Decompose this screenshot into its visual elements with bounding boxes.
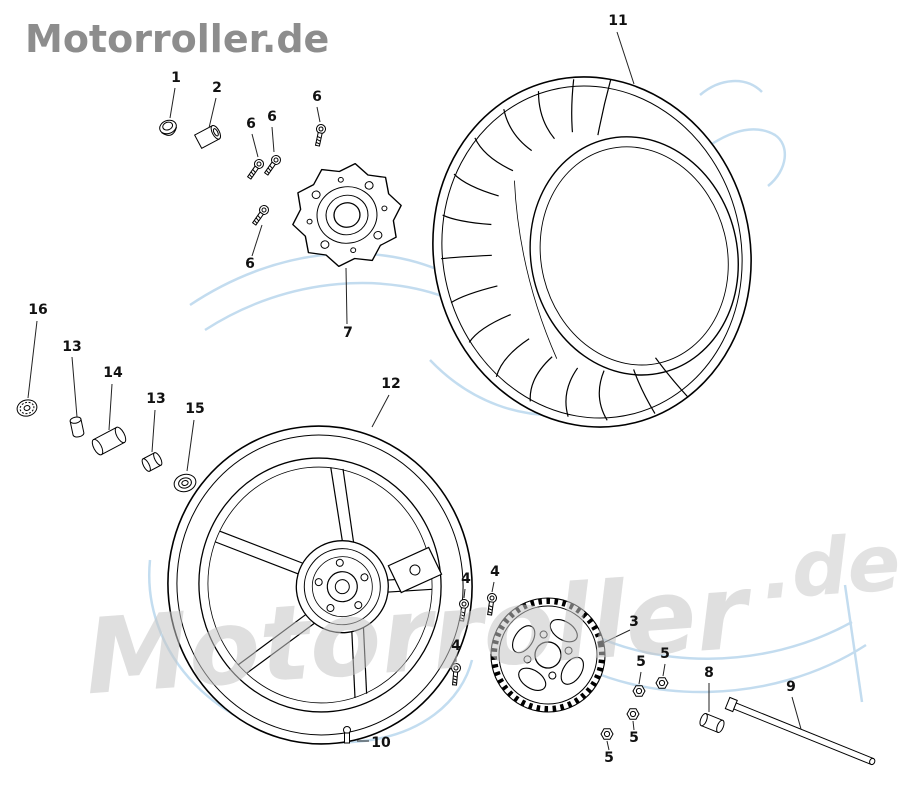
brake-disc-flange-drawing [292, 162, 402, 268]
part-label-6d: 6 [245, 256, 255, 272]
part-label-8: 8 [704, 665, 714, 681]
watermark-de-text: .de [759, 518, 900, 617]
part-label-6c: 6 [312, 89, 322, 105]
sprocket-drawing [490, 597, 606, 713]
part-label-15: 15 [185, 401, 204, 417]
tire-drawing [432, 76, 752, 428]
wheel-hub [295, 540, 389, 634]
part-label-1: 1 [171, 70, 181, 86]
part-13-spacer-b-drawing [141, 452, 163, 472]
part-label-3: 3 [629, 614, 639, 630]
bolt-6-a [245, 157, 266, 182]
nut-5-c [600, 728, 614, 740]
part-14-sleeve-drawing [91, 426, 127, 456]
nut-5-d [626, 708, 640, 720]
part-label-4a: 4 [461, 571, 471, 587]
part-label-13b: 13 [146, 391, 165, 407]
wheel-spokes [214, 467, 433, 698]
part-label-4b: 4 [490, 564, 500, 580]
part-label-4c: 4 [451, 638, 461, 654]
bolt-6-d [250, 203, 271, 228]
nut-5-a [632, 685, 646, 697]
part-1-bushing-drawing [159, 119, 178, 136]
bolt-6-c [312, 123, 327, 148]
part-8-spacer-drawing [699, 712, 725, 734]
part-2-sleeve-drawing [193, 124, 222, 149]
part-label-5d: 5 [629, 730, 639, 746]
part-13-spacer-a-drawing [69, 416, 85, 438]
part-label-7: 7 [343, 325, 353, 341]
part-label-5c: 5 [604, 750, 614, 766]
part-label-12: 12 [381, 376, 400, 392]
part-callouts: 11 1 2 6 6 6 6 7 16 13 14 13 15 12 4 4 4… [28, 13, 796, 766]
site-logo: Motorroller.de [25, 17, 329, 61]
part-label-16: 16 [28, 302, 47, 318]
part-label-6b: 6 [267, 109, 277, 125]
part-label-14: 14 [103, 365, 123, 381]
leader-lines [27, 31, 802, 751]
tire-tread-pattern [441, 79, 689, 421]
part-label-11: 11 [608, 13, 627, 29]
brake-anchor-plate [387, 546, 443, 594]
part-9-axle-drawing [724, 696, 876, 766]
part-label-13a: 13 [62, 339, 81, 355]
part-label-10: 10 [371, 735, 391, 751]
part-label-2: 2 [212, 80, 222, 96]
part-label-9: 9 [786, 679, 796, 695]
bolt-6-b [262, 153, 283, 178]
wheel-rim-drawing [167, 425, 473, 745]
part-label-5a: 5 [636, 654, 646, 670]
valve-stem-drawing [343, 726, 351, 744]
part-15-collar-drawing [173, 473, 197, 493]
part-16-knurled-nut-drawing [16, 399, 38, 417]
part-label-6a: 6 [246, 116, 256, 132]
part-label-5b: 5 [660, 646, 670, 662]
nut-5-b [655, 677, 669, 689]
